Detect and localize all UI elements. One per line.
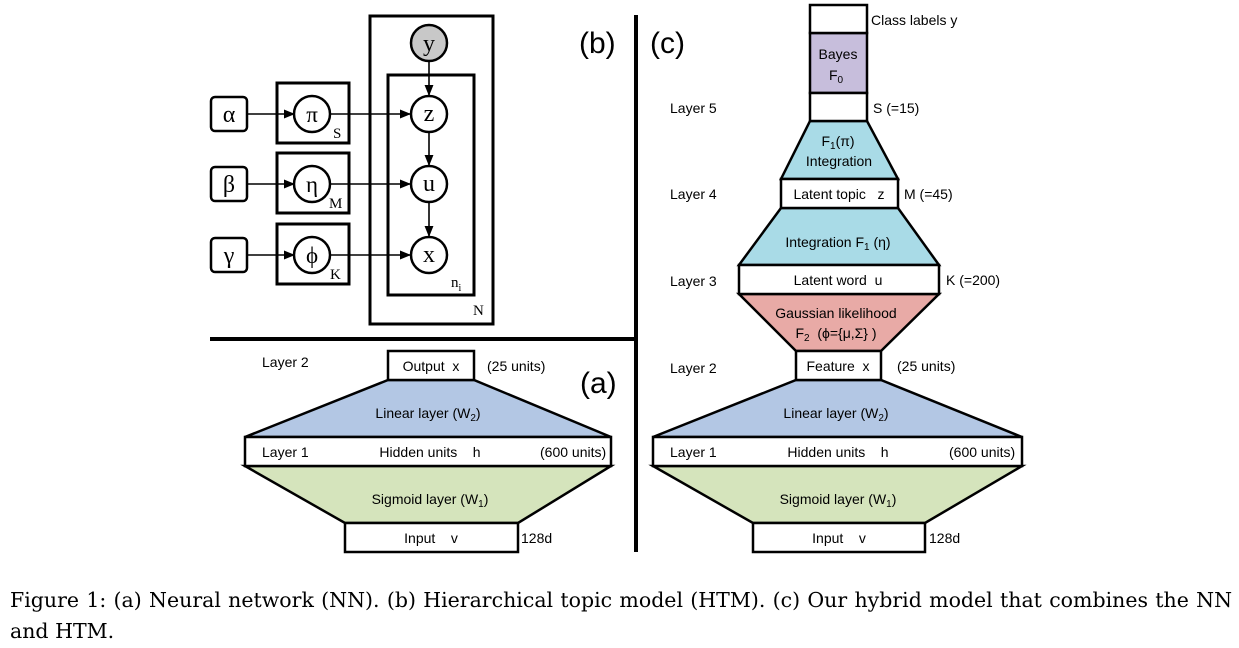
plate-M	[275, 151, 351, 215]
input-label: Input v	[404, 530, 458, 546]
linear-layer-label: Linear layer (W2)	[375, 405, 480, 424]
node-eta	[292, 164, 332, 204]
layer5-label: Layer 5	[670, 100, 717, 116]
plate-N	[368, 14, 495, 326]
graphical-model: α β γ y π η ϕ z u x S M K N ni	[209, 14, 495, 326]
bayes-f0-label: F0	[829, 67, 844, 86]
layer4-label: Layer 4	[670, 186, 717, 202]
node-pi	[292, 94, 332, 134]
s-box	[808, 91, 869, 123]
s15-label: S (=15)	[873, 100, 919, 116]
layer3-label: Layer 3	[670, 273, 717, 289]
plate-ni	[386, 73, 476, 297]
plate-ni-label: ni	[451, 275, 462, 294]
hyper-gamma: γ	[223, 243, 235, 269]
panel-label-a: (a)	[580, 367, 617, 400]
output-box	[386, 349, 476, 382]
input-label-c: Input v	[812, 530, 866, 546]
bayes-box	[808, 31, 869, 95]
feature-label: Feature x	[806, 358, 869, 374]
latent-word-box	[737, 263, 941, 296]
hyper-alpha: α	[223, 102, 236, 128]
class-labels-box	[808, 3, 869, 35]
node-x	[409, 235, 449, 275]
hybrid-model: Class labels y Bayes F0 Layer 5 S (=15) …	[648, 3, 1027, 554]
node-phi-label: ϕ	[306, 243, 318, 268]
bayes-label: Bayes	[819, 46, 858, 62]
integration-label: Integration	[806, 153, 872, 169]
input-box	[343, 521, 520, 554]
node-x-label: x	[423, 242, 435, 268]
sigmoid-layer-label-c: Sigmoid layer (W1)	[780, 491, 897, 510]
layer1-label-c: Layer 1	[670, 444, 717, 460]
gaussian-shape	[735, 292, 943, 353]
k200-label: K (=200)	[946, 272, 1000, 288]
feature-units: (25 units)	[897, 358, 955, 374]
panel-label-c: (c)	[650, 27, 685, 60]
node-u	[409, 164, 449, 204]
f1pi-label: F1(π)	[821, 133, 854, 152]
latent-topic-label: Latent topic z	[793, 186, 884, 202]
plate-N-label: N	[473, 303, 484, 319]
node-pi-label: π	[306, 102, 318, 127]
hidden-units-c: (600 units)	[949, 444, 1015, 460]
figure-diagram: (b) (c) (a) α β γ y π	[209, 3, 1027, 554]
integration-pi-shape	[778, 119, 901, 181]
integration-eta-label: Integration F1 (η)	[785, 234, 890, 253]
plate-S-label: S	[333, 126, 341, 142]
output-units: (25 units)	[487, 358, 545, 374]
input-dim: 128d	[521, 530, 552, 546]
input-dim-c: 128d	[929, 530, 960, 546]
hidden-box-c	[651, 435, 1024, 468]
node-y	[409, 23, 449, 63]
plate-K-label: K	[330, 267, 341, 283]
node-eta-label: η	[306, 172, 318, 197]
hyper-beta: β	[223, 172, 235, 198]
hidden-units: (600 units)	[540, 444, 606, 460]
plate-M-label: M	[329, 196, 342, 212]
hidden-box	[243, 435, 613, 468]
latent-word-label: Latent word u	[794, 272, 883, 288]
node-y-label: y	[423, 31, 435, 57]
gaussian-label: Gaussian likelihood	[775, 305, 896, 321]
layer2-label-c: Layer 2	[670, 360, 717, 376]
f2-label: F2 (ϕ={μ,Σ} )	[795, 325, 876, 344]
latent-topic-box	[779, 177, 900, 210]
feature-box	[794, 349, 883, 382]
node-z-label: z	[424, 101, 435, 127]
hidden-label-c: Hidden units h	[787, 444, 888, 460]
layer1-label: Layer 1	[262, 444, 309, 460]
plate-S	[275, 81, 351, 145]
output-label: Output x	[403, 358, 460, 374]
node-u-label: u	[423, 171, 435, 197]
linear-layer-label-c: Linear layer (W2)	[783, 405, 888, 424]
sigmoid-layer-label: Sigmoid layer (W1)	[372, 491, 489, 510]
node-phi	[292, 235, 332, 275]
class-labels-label: Class labels y	[871, 12, 957, 28]
node-z	[409, 94, 449, 134]
input-box-c	[751, 521, 927, 554]
neural-network: Layer 2 Output x (25 units) Linear layer…	[240, 349, 616, 554]
hidden-label: Hidden units h	[379, 444, 480, 460]
plate-K	[275, 222, 351, 286]
figure-caption: Figure 1: (a) Neural network (NN). (b) H…	[10, 588, 1232, 643]
panel-label-b: (b)	[579, 27, 616, 60]
layer2-label: Layer 2	[262, 354, 309, 370]
m45-label: M (=45)	[904, 186, 953, 202]
